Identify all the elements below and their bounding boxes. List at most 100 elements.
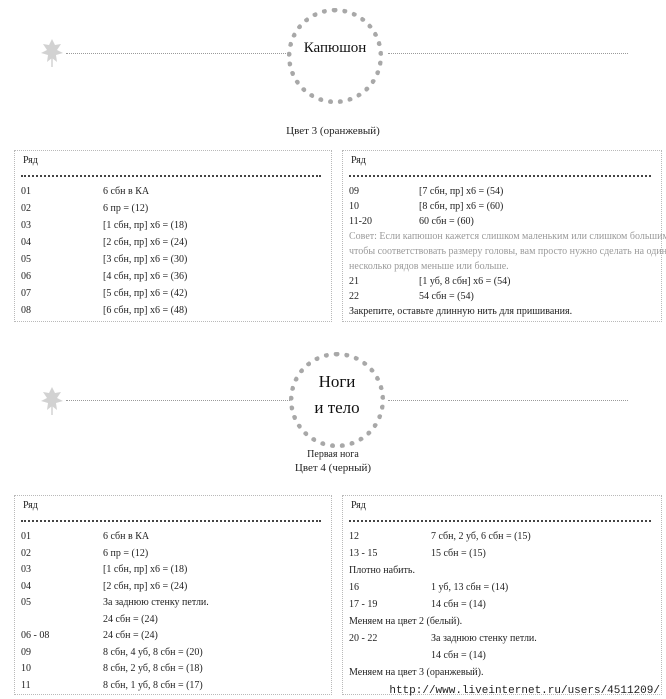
row-number: 10: [21, 663, 31, 674]
legs-rows-left: Ряд 01 6 сбн в КА 02 6 пр = (12) 03 [1 сбн, п…: [14, 495, 332, 695]
tip-line: Совет: Если капюшон кажется слишком мале…: [343, 230, 666, 244]
row-instruction: [8 сбн, пр] х6 = (60): [419, 201, 504, 212]
row-instruction: 60 сбн = (60): [419, 216, 474, 227]
color-caption: Цвет 4 (черный): [294, 462, 372, 474]
row-instruction: [1 сбн, пр] х6 = (18): [103, 564, 188, 575]
hood-section-header: Капюшон: [0, 0, 666, 110]
instruction-row: 22 54 сбн = (54): [343, 290, 661, 304]
row-instruction: 7 сбн, 2 уб, 6 сбн = (15): [431, 531, 531, 542]
row-number: 02: [21, 547, 31, 559]
row-instruction: 1 уб, 13 сбн = (14): [431, 582, 509, 593]
source-url: http://www.liveinternet.ru/users/4511209…: [389, 685, 660, 697]
color-caption: Цвет 3 (оранжевый): [286, 125, 380, 137]
instruction-row: 09[7 сбн, пр] х6 = (54): [343, 185, 661, 199]
row-instruction: 6 сбн в КА: [103, 531, 150, 542]
row-instruction: 6 сбн в КА: [103, 186, 150, 197]
row-instruction: 14 сбн = (14): [431, 650, 486, 661]
right-dotted-rule: [388, 53, 628, 54]
row-instruction: 6 пр = (12): [103, 203, 149, 214]
instruction-row: 17 - 19 14 сбн = (14): [343, 598, 661, 612]
section-title-line1: Ноги: [318, 372, 356, 391]
dotted-separator: [21, 175, 321, 177]
instruction-row: 01 6 сбн в КА: [15, 530, 331, 544]
row-number: 13 - 15: [349, 548, 378, 559]
row-instruction: 24 сбн = (24): [103, 630, 158, 641]
row-instruction: [2 сбн, пр] х6 = (24): [103, 580, 188, 592]
row-instruction: [1 сбн, пр] х6 = (18): [103, 220, 188, 231]
column-header: Ряд: [23, 155, 38, 166]
tip-line: чтобы соответствовать размеру головы, ва…: [343, 245, 666, 259]
row-instruction: 54 сбн = (54): [419, 291, 474, 302]
row-number: 12: [349, 531, 359, 542]
instruction-row: 21 [1 уб, 8 сбн] х6 = (54): [343, 275, 661, 289]
right-dotted-rule: [388, 400, 628, 401]
instruction-row: 16 1 уб, 13 сбн = (14): [343, 581, 661, 595]
instruction-row: 03 [1 сбн, пр] х6 = (18): [15, 563, 331, 577]
row-instruction: [4 сбн, пр] х6 = (36): [103, 271, 188, 282]
row-instruction: 8 сбн, 4 уб, 8 сбн = (20): [103, 646, 203, 658]
row-number: 16: [349, 582, 359, 593]
instruction-row: 04 [2 сбн, пр] х6 = (24): [15, 580, 331, 594]
row-number: 17 - 19: [349, 599, 378, 610]
row-instruction: [6 сбн, пр] х6 = (48): [103, 305, 188, 316]
instruction-row: Закрепите, оставьте длинную нить для при…: [343, 305, 661, 319]
note-text: Меняем на цвет 3 (оранжевый).: [349, 667, 484, 678]
instruction-row: 05 [3 сбн, пр] х6 = (30): [15, 253, 331, 267]
instruction-row: Меняем на цвет 3 (оранжевый).: [343, 666, 661, 680]
row-number: 22: [349, 291, 359, 302]
instruction-row: 13 - 15 15 сбн = (15): [343, 547, 661, 561]
tip-text: Совет: Если капюшон кажется слишком мале…: [349, 231, 666, 242]
row-number: 07: [21, 288, 31, 299]
note-text: Закрепите, оставьте длинную нить для при…: [349, 306, 573, 317]
section-title-line2: и тело: [314, 398, 360, 417]
instruction-row: Меняем на цвет 2 (белый).: [343, 615, 661, 629]
instruction-row: 24 сбн = (24): [15, 613, 331, 627]
instruction-row: 14 сбн = (14): [343, 649, 661, 663]
row-number: 11-20: [349, 216, 372, 227]
row-number: 05: [21, 254, 31, 265]
row-instruction: [5 сбн, пр] х6 = (42): [103, 288, 188, 299]
note-text: Плотно набить.: [349, 565, 415, 576]
tip-line: несколько рядов меньше или больше.: [343, 260, 661, 274]
hood-rows-right: Ряд 09[7 сбн, пр] х6 = (54) 10 [8 сбн, пр]…: [342, 150, 666, 322]
title-ring: [289, 352, 385, 448]
row-number: 10: [349, 201, 359, 212]
left-dotted-rule: [66, 400, 290, 401]
dotted-separator: [349, 520, 651, 522]
row-number: 01: [21, 186, 31, 197]
row-instruction: 24 сбн = (24): [103, 613, 158, 625]
row-instruction: [2 сбн, пр] х6 = (24): [103, 237, 188, 248]
row-instruction: За заднюю стенку петли.: [431, 633, 537, 644]
row-instruction: 15 сбн = (15): [431, 548, 486, 559]
row-number: 03: [21, 564, 31, 575]
instruction-row: 10 [8 сбн, пр] х6 = (60): [343, 200, 661, 214]
row-instruction: 6 пр = (12): [103, 547, 149, 559]
row-instruction: 14 сбн = (14): [431, 599, 486, 610]
row-number: 02: [21, 203, 31, 214]
tip-text: несколько рядов меньше или больше.: [349, 261, 509, 272]
row-number: 04: [21, 237, 31, 248]
row-number: 20 - 22: [349, 633, 378, 644]
part-caption: Первая нога: [307, 449, 359, 460]
tip-text: чтобы соответствовать размеру головы, ва…: [349, 246, 666, 257]
instruction-row: 03 [1 сбн, пр] х6 = (18): [15, 219, 331, 233]
row-instruction: [1 уб, 8 сбн] х6 = (54): [419, 276, 511, 287]
instruction-row: 02 6 пр = (12): [15, 202, 331, 216]
dotted-separator: [349, 175, 651, 177]
column-header: Ряд: [23, 500, 38, 511]
row-number: 21: [349, 276, 359, 287]
instruction-row: 04 [2 сбн, пр] х6 = (24): [15, 236, 331, 250]
row-instruction: [7 сбн, пр] х6 = (54): [419, 186, 504, 197]
row-instruction: [3 сбн, пр] х6 = (30): [103, 254, 188, 265]
title-ring: [287, 8, 383, 104]
row-number: 01: [21, 531, 31, 542]
instruction-row: 12 7 сбн, 2 уб, 6 сбн = (15): [343, 530, 661, 544]
row-number: 04: [21, 580, 31, 592]
row-number: 03: [21, 220, 31, 231]
column-header: Ряд: [351, 155, 366, 166]
row-instruction: 8 сбн, 1 уб, 8 сбн = (17): [103, 679, 203, 691]
